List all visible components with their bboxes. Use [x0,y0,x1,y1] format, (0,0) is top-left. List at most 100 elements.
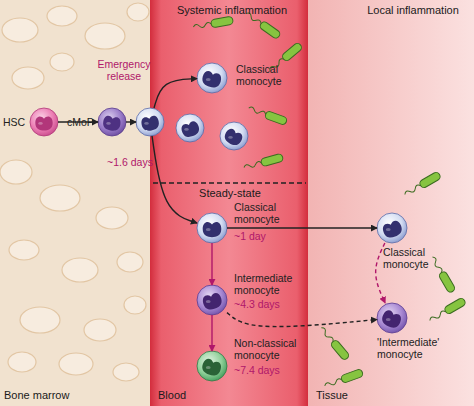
cell-label: Classical monocyte [383,246,453,270]
cell-body [30,108,58,136]
cell-nucleus [140,115,160,132]
marrow-cell [59,353,93,375]
cell-nucleus [222,127,244,148]
cell-shape [377,213,407,243]
cell-highlight [106,122,110,125]
cell-body [98,108,126,136]
bacterium [193,16,234,31]
cell-highlight [206,300,211,303]
bacterium-body [281,42,303,62]
cell-shape [197,285,227,315]
cell [98,108,126,136]
bacterium-body [210,16,233,28]
flagellum [404,184,422,196]
cell-highlight [184,128,188,131]
cell-highlight [206,228,211,231]
cell-highlight [228,136,232,139]
marrow-cell [117,252,143,272]
cell-highlight [386,318,391,321]
flagellum [431,256,443,274]
cell-body [197,351,227,381]
lifespan-label: ~4.3 days [234,298,294,310]
marrow-cell [8,352,36,372]
cell [176,114,204,142]
bacterium-body [438,270,456,293]
cell-body [220,122,248,150]
cell-nucleus [102,115,122,132]
cell-shape [98,108,126,136]
divider-line [153,182,306,183]
flagellum [248,106,266,116]
marrow-cell [113,363,139,381]
cell-label: Intermediate monocyte [234,272,306,296]
region-label: Systemic inflammation [162,4,302,17]
cell-nucleus [201,292,223,311]
bacterium [247,104,287,125]
cell-body [176,114,204,142]
bacterium-body [418,171,441,189]
cell-node: Classical monocyte [377,213,407,243]
cell-node: Non-classical monocyte~7.4 days [197,351,227,381]
marrow-cell [40,185,80,211]
bacterium-body [340,368,363,383]
marrow-cell [9,240,39,260]
cell [220,122,248,150]
cell [197,351,227,381]
marrow-cell [0,160,32,184]
cell-body [377,303,407,333]
cell-shape [377,303,407,333]
cell-body [377,213,407,243]
region-label: Blood [158,389,218,402]
marrow-cell [20,307,60,333]
bacterium-body [260,153,283,166]
bacterium [429,255,456,294]
cell [30,108,58,136]
cell-node: Classical monocyte [197,63,227,93]
cell-label: Non-classical monocyte [234,337,310,361]
bacterium [428,297,467,324]
cell-shape [197,351,227,381]
arrow-connector [227,227,377,228]
marrow-cell [85,23,125,49]
cell-nucleus [380,309,403,331]
cell-nucleus [180,120,201,139]
cell-highlight [206,366,211,369]
arrow-connector [211,315,212,351]
region-label: Bone marrow [4,389,104,402]
cell-node: 'Intermediate' monocyte [377,303,407,333]
region-label: Tissue [316,389,376,402]
cell-nucleus [203,222,222,237]
cell-highlight [206,78,211,81]
cell [136,108,164,136]
cell-node: Classical monocyte~1 day [197,213,227,243]
bacterium [323,368,363,389]
region-label: Local inflammation [352,4,474,17]
cell-body [136,108,164,136]
region-label: Steady-state [190,187,270,200]
cell-nucleus [201,70,223,89]
bacterium [403,171,442,198]
flagellum [429,310,447,322]
cell-nucleus [381,219,404,240]
arrow-connector [152,136,197,223]
tissue-area [308,0,474,406]
flagellum [243,161,261,170]
bacterium [243,153,284,171]
cell [197,63,227,93]
cell-shape [136,108,164,136]
edge-label: ~1.6 days [104,156,156,168]
marrow-cell [62,258,98,282]
flagellum [320,326,335,342]
arrow-connector [58,121,98,122]
cell-body [197,213,227,243]
marrow-cell [96,207,128,229]
arrow-connector [376,243,385,303]
cell [197,285,227,315]
bacterium-body [259,20,282,39]
bacterium [318,325,350,361]
cell-highlight [386,228,391,231]
cell-highlight [38,122,42,125]
cell-shape [197,63,227,93]
marrow-cell [2,18,38,42]
